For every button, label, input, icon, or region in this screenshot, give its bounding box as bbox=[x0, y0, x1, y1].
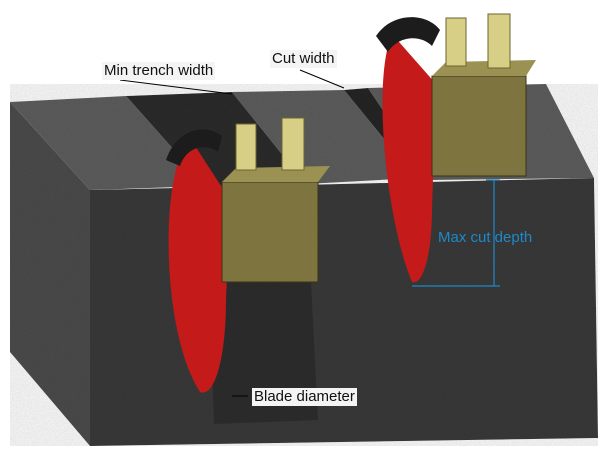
max-cut-depth-label: Max cut depth bbox=[438, 229, 533, 246]
depth-annotation bbox=[412, 179, 500, 287]
housing-left bbox=[221, 181, 319, 283]
blade-guard-right bbox=[376, 17, 440, 53]
blade-right bbox=[382, 34, 436, 283]
annotation-lines bbox=[119, 69, 345, 397]
cut-width-label: Cut width bbox=[270, 50, 337, 68]
bracket-right-2 bbox=[487, 13, 511, 69]
housing-right bbox=[431, 75, 527, 177]
min-trench-width-label: Min trench width bbox=[102, 62, 216, 80]
trench-cutter-left bbox=[166, 117, 330, 393]
ground-left-side bbox=[10, 102, 90, 446]
bracket-right-1 bbox=[445, 17, 467, 67]
blade-diameter-label: Blade diameter bbox=[252, 388, 357, 406]
trench-width-leader bbox=[119, 79, 233, 95]
trench-cutter-right bbox=[376, 13, 536, 283]
ground-top-left bbox=[10, 96, 206, 190]
blade-guard-left bbox=[166, 129, 222, 166]
ground-top-middle bbox=[232, 90, 416, 184]
blade-left bbox=[168, 138, 230, 393]
bracket-left-1 bbox=[235, 123, 257, 171]
bracket-left-2 bbox=[281, 117, 305, 171]
cut-width-leader bbox=[299, 69, 345, 89]
